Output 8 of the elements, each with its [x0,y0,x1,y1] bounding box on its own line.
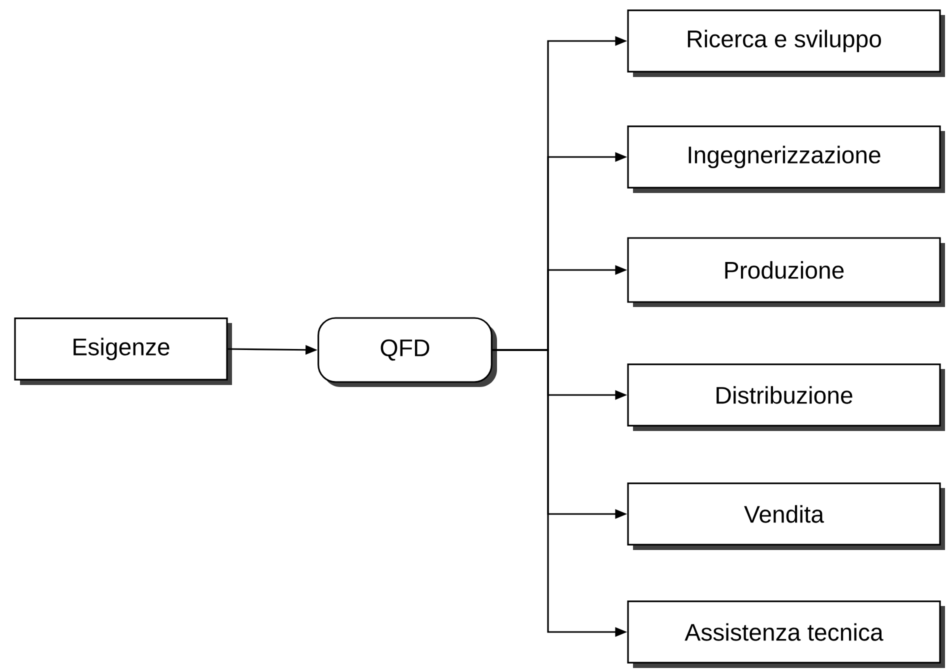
rounded-process-box: QFD [318,317,497,387]
process-box: Assistenza tecnica [627,600,945,668]
process-box: Ingegnerizzazione [627,126,945,193]
process-box: Distribuzione [627,364,945,431]
process-box: Esigenze [14,318,232,385]
process-box: Ricerca e sviluppo [627,10,945,77]
process-box: Produzione [627,237,945,307]
process-box: Vendita [627,482,945,550]
